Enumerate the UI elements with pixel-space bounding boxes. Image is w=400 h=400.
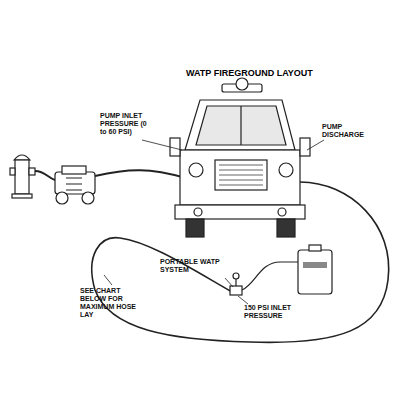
portable-pump (55, 166, 95, 204)
foam-container (298, 245, 332, 294)
hose-note: SEE CHART BELOW FOR MAXIMUM HOSE LAY (80, 287, 148, 319)
discharge-label: PUMP DISCHARGE (322, 123, 378, 139)
hydrant (10, 155, 35, 198)
pressure-note: PUMP INLET PRESSURE (0 to 60 PSI) (100, 112, 154, 136)
diagram-title: WATP FIREGROUND LAYOUT (186, 68, 313, 78)
watp-system (230, 262, 298, 295)
fire-truck (170, 78, 310, 237)
pressure-note: 150 PSI INLET PRESSURE (244, 304, 292, 320)
leader-lines (104, 140, 324, 304)
system-label: PORTABLE WATP SYSTEM (160, 258, 236, 274)
